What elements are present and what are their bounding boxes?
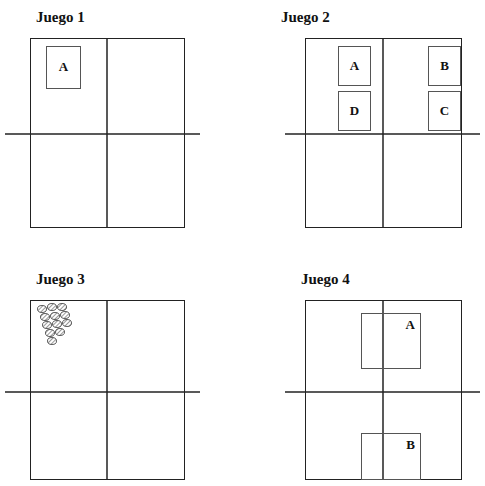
zone-letter: D — [350, 104, 359, 118]
net-line — [5, 133, 200, 135]
game-title: Juego 4 — [301, 271, 350, 288]
center-line — [382, 300, 384, 480]
zone-box: A — [46, 46, 81, 89]
court-outline: Juego 3 — [30, 300, 185, 480]
center-line — [106, 38, 108, 228]
ball-cluster — [38, 304, 72, 345]
court-outline: Juego 1A — [30, 38, 185, 228]
zone-letter: B — [440, 59, 449, 73]
zone-letter: C — [440, 104, 449, 118]
center-line — [382, 38, 384, 228]
zone-letter: A — [59, 60, 68, 74]
net-line — [5, 391, 200, 393]
zone-box: A — [361, 313, 421, 369]
zone-letter: A — [350, 59, 359, 73]
game-title: Juego 1 — [36, 9, 85, 26]
zone-box: B — [428, 46, 461, 86]
game-title: Juego 3 — [36, 271, 85, 288]
zone-box: C — [428, 91, 461, 131]
zone-letter: B — [406, 438, 415, 452]
court-outline: Juego 4AB — [305, 300, 462, 480]
zone-box: D — [338, 91, 371, 131]
court-outline: Juego 2ABDC — [305, 38, 462, 228]
zone-box: B — [361, 433, 421, 480]
zone-letter: A — [406, 318, 415, 332]
zone-box: A — [338, 46, 371, 86]
center-line — [106, 300, 108, 480]
game-title: Juego 2 — [281, 9, 330, 26]
